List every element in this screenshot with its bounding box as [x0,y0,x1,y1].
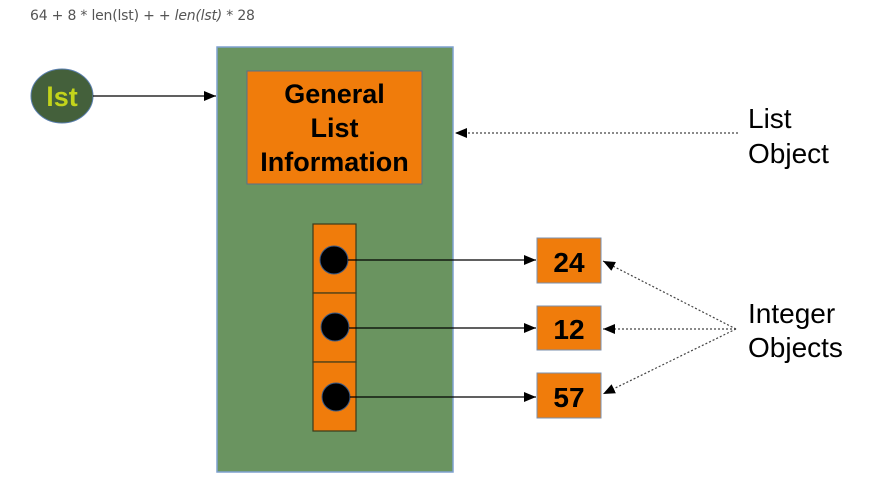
general-info-line-3: Information [260,147,409,177]
general-info-line-2: List [310,113,358,143]
integer-value: 24 [553,247,585,278]
integer-value: 57 [553,382,584,413]
integer-object: 12 [536,305,602,351]
integer-object-pointer-dotted [602,328,737,395]
memory-formula: 64 + 8 * len(lst) + + len(lst) * 28 [30,8,255,24]
list-object-label-line-1: List [748,103,792,134]
variable-label: lst [46,82,78,112]
integer-box [536,305,602,351]
integer-object: 24 [536,237,602,284]
formula-italic-term: len(lst) [174,8,223,24]
formula-prefix: 64 + 8 * len(lst) + + [30,8,175,24]
integer-object: 57 [536,372,602,419]
pointer-dot [321,382,351,412]
general-list-info-box: General List Information [246,70,423,185]
list-object-label-line-2: Object [748,138,829,169]
integer-box [536,237,602,284]
integer-objects-label-line-2: Objects [748,332,843,363]
integer-value: 12 [553,314,584,345]
general-info-line-1: General [284,79,385,109]
pointer-dot [320,312,350,342]
pointer-dot [319,245,349,275]
integer-box [536,372,602,419]
formula-suffix: * 28 [222,8,255,24]
integer-objects-label-line-1: Integer [748,298,835,329]
variable-node: lst [30,68,94,124]
integer-object-pointer-dotted [602,260,737,330]
general-info-rect [246,70,423,185]
